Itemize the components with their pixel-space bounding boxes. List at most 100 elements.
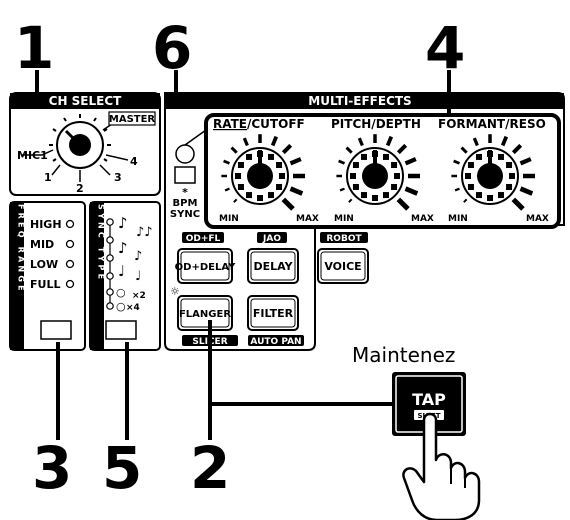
knob-1-scale-tick <box>281 197 295 211</box>
bpm-sync-label-sync: SYNC <box>170 209 200 220</box>
knob-3-grip <box>509 173 515 179</box>
ch-select-section: CH SELECT <box>9 92 161 196</box>
tag-od-fl-bg <box>182 232 224 243</box>
od-delay-button-label: OD+DELAY <box>175 262 236 273</box>
pitch-depth-knob[interactable] <box>336 134 420 211</box>
knob-1-grip <box>276 162 283 168</box>
knob-2-grip <box>394 173 400 179</box>
knob-3-grip <box>476 192 482 199</box>
knob-1-scale-tick <box>270 135 279 147</box>
tag-jao: JAO <box>262 234 281 244</box>
knob-1-grip <box>237 162 244 168</box>
ch-position-1: 1 <box>44 171 52 184</box>
knob-2-label: PITCH/DEPTH <box>331 117 421 131</box>
knob-2-grip <box>352 184 359 190</box>
callout-2: 2 <box>190 434 230 502</box>
knob-1-grip <box>268 153 274 160</box>
knob-1-grip <box>237 184 244 190</box>
rate-cutoff-knob[interactable] <box>221 134 305 211</box>
callout-6: 6 <box>152 14 192 82</box>
knob-3-label-sep: / <box>505 117 510 131</box>
ch-position-mic1: MIC1 <box>17 149 48 162</box>
knob-2-scale-tick <box>404 157 417 166</box>
filter-button[interactable]: FILTER <box>247 295 299 331</box>
delay-button[interactable]: DELAY <box>247 248 299 284</box>
knob-3-scale-tick <box>454 187 460 192</box>
knob-1-scale-tick <box>289 157 302 166</box>
freq-range-button[interactable] <box>40 320 72 340</box>
ch-position-3: 3 <box>114 171 122 184</box>
freq-item-full: FULL <box>30 278 60 291</box>
sync-note-quarter: ♩ <box>118 262 125 280</box>
freq-led-full <box>65 279 75 289</box>
sync-note-8th: ♪ <box>118 239 128 257</box>
callout-leader-lines <box>35 70 451 440</box>
knob-1-grip <box>246 153 252 160</box>
formant-reso-knob[interactable] <box>451 134 535 211</box>
knob-2-scale-tick <box>396 143 408 155</box>
sync-note-whole-x4: ×4 <box>126 303 140 313</box>
bpm-sync-button[interactable] <box>174 166 196 184</box>
knob-2-grip <box>361 192 367 199</box>
multi-effects-title: MULTI-EFFECTS <box>308 94 411 108</box>
sync-type-side-label: SYNC TYPE <box>97 204 106 282</box>
bpm-sync-asterisk: * <box>182 186 188 199</box>
knob-1-grip <box>279 173 285 179</box>
filter-button-label: FILTER <box>253 307 294 320</box>
freq-range-side-label: FREQ RANGE <box>17 204 26 294</box>
knob-3-grip <box>465 173 471 179</box>
knob-3-label-sub: RESO <box>510 117 546 131</box>
freq-led-low <box>65 259 75 269</box>
tap-button-label: TAP <box>412 390 446 409</box>
hand-pointer-icon <box>402 412 481 520</box>
od-delay-button[interactable]: OD+DELAY <box>175 248 236 284</box>
knob-3-label-main: FORMANT <box>438 117 506 131</box>
sync-note-16th: ♪ <box>118 214 128 232</box>
knob-1-grip <box>246 192 252 199</box>
knob-1-scale-tick <box>242 137 249 147</box>
sync-led-5 <box>106 288 114 296</box>
master-label-box <box>108 111 156 126</box>
sync-note-whole-x2: ×2 <box>132 291 146 301</box>
knob-2-scale-tick <box>385 135 394 147</box>
tag-auto-pan-bg <box>248 335 304 346</box>
knob-3-scale-tick <box>460 146 468 154</box>
knob-2-scale-tick <box>338 159 346 165</box>
sync-led-1 <box>106 218 114 226</box>
ch-select-frame <box>9 92 161 196</box>
knob-2-grip <box>383 153 389 160</box>
callout-3: 3 <box>32 434 72 502</box>
freq-item-mid: MID <box>30 238 54 251</box>
knob-1-scale-tick <box>224 187 230 192</box>
knob-2-scale-tick <box>357 137 364 147</box>
knob-1-label-sep: / <box>247 117 252 131</box>
knob-1-grip <box>257 195 263 201</box>
knob-3-grip <box>476 153 482 160</box>
flanger-button[interactable]: FLANGER <box>177 295 233 331</box>
knob-2-min: MIN <box>334 214 354 224</box>
knob-1-label: RATE/CUTOFF <box>213 117 305 131</box>
knob-3-grip <box>467 162 474 168</box>
knob-1-min: MIN <box>219 214 239 224</box>
freq-range-section: FREQ RANGE HIGH MID LOW FULL <box>9 201 86 351</box>
callout-4: 4 <box>425 14 465 82</box>
multi-effects-header-bar <box>165 93 564 109</box>
knob-3-label: FORMANT/RESO <box>438 117 546 131</box>
sync-note-half: ♩ <box>135 269 141 284</box>
sync-note-16th-dotted: ♪♪ <box>136 225 153 240</box>
knob-2-scale-tick <box>339 187 345 192</box>
knob-3-scale-tick <box>511 143 523 155</box>
ch-select-knob[interactable] <box>49 114 111 169</box>
multi-effects-section: MULTI-EFFECTS * BPM SYNC RATE/CUTOFF PIT… <box>164 92 565 351</box>
freq-item-high: HIGH <box>30 218 62 231</box>
knob-3-scale-tick <box>511 197 525 211</box>
freq-item-low: LOW <box>30 258 58 271</box>
knob-2-grip <box>383 192 389 199</box>
knob-3-grip <box>498 192 504 199</box>
voice-button[interactable]: VOICE <box>317 248 369 284</box>
sync-type-button[interactable] <box>105 320 137 340</box>
knob-1-scale-tick <box>230 146 238 154</box>
sync-led-3 <box>106 254 114 262</box>
sync-note-whole-2: ○ <box>116 300 126 313</box>
